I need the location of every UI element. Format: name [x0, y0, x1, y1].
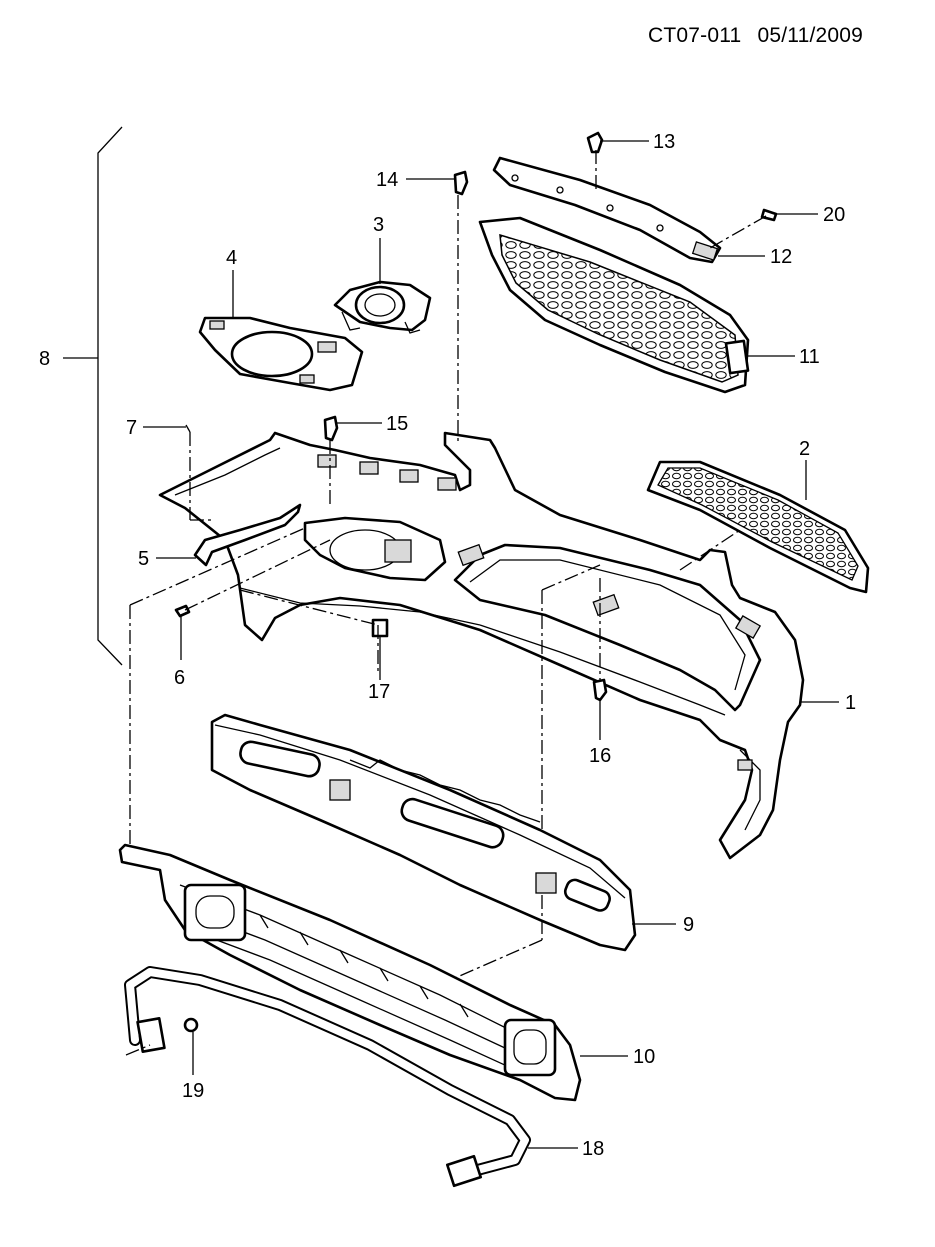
side-bracket	[193, 503, 302, 567]
callout-labels: 1 2 3 4 5 6 7 8 9 10 11 12 13 14 15 16 1…	[39, 131, 856, 1160]
screw-20-icon	[760, 208, 778, 222]
callout-4: 4	[226, 247, 237, 269]
grille-upper-strip	[492, 156, 722, 264]
lower-grille	[646, 460, 870, 594]
callout-17: 17	[368, 681, 390, 703]
clip-14-icon	[453, 170, 469, 196]
leader-lines	[143, 140, 839, 1149]
drawing-number: CT07-011	[647, 24, 742, 47]
callout-11: 11	[799, 346, 820, 368]
callout-15: 15	[386, 413, 408, 435]
callout-1: 1	[845, 692, 856, 714]
drawing-date: 05/11/2009	[757, 24, 863, 47]
bumper-fascia	[158, 431, 805, 860]
callout-20: 20	[823, 204, 845, 226]
alignment-lines	[125, 150, 767, 1056]
callout-12: 12	[770, 246, 792, 268]
callout-7: 7	[126, 417, 137, 439]
fasteners	[174, 131, 778, 1033]
callout-8: 8	[39, 348, 50, 370]
upper-grille	[478, 216, 750, 394]
callout-3: 3	[373, 214, 384, 236]
fog-lamp-housing	[333, 280, 432, 334]
callout-10: 10	[633, 1046, 655, 1068]
nut-19-icon	[183, 1017, 199, 1033]
callout-14: 14	[376, 169, 398, 191]
clip-13-icon	[586, 131, 604, 154]
energy-absorber	[210, 713, 637, 952]
callout-5: 5	[138, 548, 149, 570]
support-bar	[124, 966, 531, 1188]
screw-6-icon	[174, 604, 191, 618]
clip-15-icon	[323, 415, 339, 442]
callout-9: 9	[683, 914, 694, 936]
callout-16: 16	[589, 745, 611, 767]
screw-7-icon	[185, 424, 191, 433]
nut-17-icon	[371, 618, 389, 638]
callout-13: 13	[653, 131, 675, 153]
reinforcement-beam	[118, 843, 582, 1102]
screw-16-icon	[592, 678, 608, 702]
callout-18: 18	[582, 1138, 604, 1160]
drawing-header: CT07-011 05/11/2009	[638, 24, 863, 48]
fog-lamp-bezel	[198, 316, 364, 392]
assembly-bracket	[63, 126, 123, 666]
callout-6: 6	[174, 667, 185, 689]
callout-2: 2	[799, 438, 810, 460]
callout-19: 19	[182, 1080, 204, 1102]
